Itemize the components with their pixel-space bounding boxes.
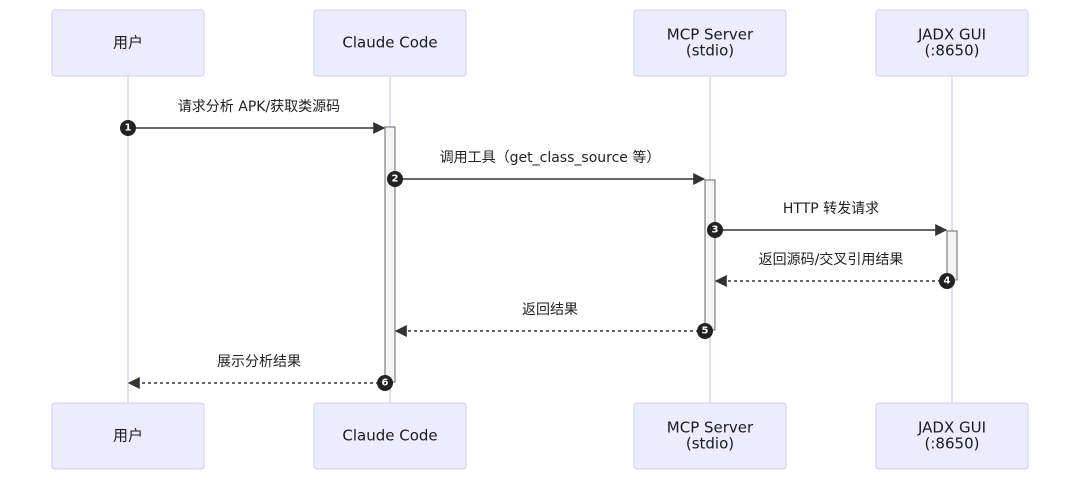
participant-box [313,9,467,77]
sequence-number: 1 [125,123,132,134]
participant-box [633,9,787,77]
sequence-badge-circle [387,171,403,187]
sequence-number-badge: 1 [120,120,136,136]
sequence-number: 2 [392,174,399,185]
participant-jadx-bottom: JADX GUI(:8650) [875,402,1029,470]
participant-box [51,402,205,470]
sequence-number: 4 [944,276,951,287]
participant-label: MCP Server [667,26,754,44]
message-5: 返回结果 5 [394,302,713,339]
participant-label: JADX GUI [917,26,986,44]
participant-box [313,402,467,470]
message-label: 返回源码/交叉引用结果 [759,251,904,268]
message-2: 调用工具（get_class_source 等） 2 [387,149,706,187]
participant-label: (stdio) [686,42,734,60]
participant-mcp-bottom: MCP Server(stdio) [633,402,787,470]
participant-label: (stdio) [686,435,734,453]
participant-claude-top: Claude Code [313,9,467,77]
participant-label: (:8650) [925,435,980,453]
sequence-number: 5 [702,326,709,337]
message-1: 请求分析 APK/获取类源码 1 [120,99,386,136]
sequence-number-badge: 2 [387,171,403,187]
participant-box [875,9,1029,77]
participant-label: JADX GUI [917,419,986,437]
message-4: 返回源码/交叉引用结果 4 [714,251,955,289]
participant-label: MCP Server [667,419,754,437]
message-label: 请求分析 APK/获取类源码 [178,99,340,115]
sequence-badge-circle [697,323,713,339]
participant-box [51,9,205,77]
activation-bar-mcp [704,179,716,331]
participant-claude-bottom: Claude Code [313,402,467,470]
participant-jadx-top: JADX GUI(:8650) [875,9,1029,77]
sequence-badge-circle [377,375,393,391]
participant-box [875,402,1029,470]
message-3: HTTP 转发请求 3 [707,201,948,238]
participant-label: Claude Code [342,34,437,52]
sequence-number: 3 [712,225,719,236]
message-6: 展示分析结果 6 [127,354,393,391]
sequence-number-badge: 5 [697,323,713,339]
sequence-badge-circle [120,120,136,136]
participant-user-bottom: 用户 [51,402,205,470]
sequence-number: 6 [382,378,389,389]
sequence-badge-circle [707,222,723,238]
sequence-number-badge: 4 [939,273,955,289]
participant-label: 用户 [113,34,143,52]
participant-label: 用户 [113,427,143,445]
participant-label: Claude Code [342,427,437,445]
sequence-badge-circle [939,273,955,289]
sequence-number-badge: 3 [707,222,723,238]
participant-label: (:8650) [925,42,980,60]
participant-user-top: 用户 [51,9,205,77]
sequence-number-badge: 6 [377,375,393,391]
activation-bar-jadx [946,230,958,281]
message-label: 返回结果 [522,302,578,318]
message-label: 展示分析结果 [217,354,301,370]
message-label: HTTP 转发请求 [783,201,879,217]
activation-bar-claude [384,126,396,383]
participant-box [633,402,787,470]
message-label: 调用工具（get_class_source 等） [440,149,661,166]
participant-mcp-top: MCP Server(stdio) [633,9,787,77]
